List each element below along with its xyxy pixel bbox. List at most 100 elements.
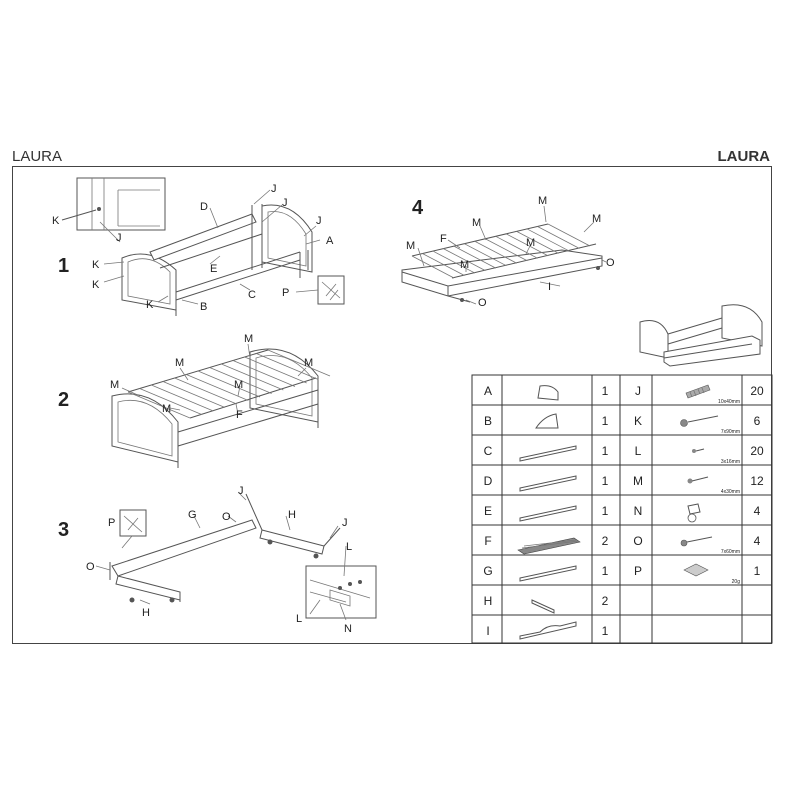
hardware-qty: 1 [754,564,761,578]
hardware-size: 7x90mm [721,429,740,435]
part-f-icon [517,537,581,555]
hardware-letter: K [634,414,642,428]
step-3-number: 3 [58,519,69,541]
callout-a: A [326,235,334,247]
part-g-icon [519,565,577,582]
callout-j: J [238,485,244,497]
callout-g: G [188,509,197,521]
hardware-qty: 20 [750,384,764,398]
part-letter: B [484,414,492,428]
step-3-n-detail [305,565,377,619]
part-letter: A [484,384,492,398]
drawer-rail-h [115,575,181,601]
part-qty: 2 [602,534,609,548]
parts-left-column: A 1 B 1 C 1 D 1 E 1 F 2 G 1 H 2 I 1 [483,384,608,638]
callout-p: P [282,287,289,299]
trundle-drawer [401,249,603,297]
callout-j: J [116,232,122,244]
callout-l: L [296,613,302,625]
hardware-qty: 4 [754,534,761,548]
callout-j: J [282,197,288,209]
part-e-icon [519,505,577,522]
hardware-qty: 4 [754,504,761,518]
callout-c: C [248,289,256,301]
hardware-pictograms [680,384,719,577]
step-3-drawing [95,493,377,621]
callout-p: P [108,517,115,529]
callout-b: B [200,301,207,313]
slats-f [127,349,331,419]
callout-k: K [92,279,100,291]
callout-m: M [592,213,601,225]
screw-m-icon [687,476,709,484]
hardware-size: 7x60mm [721,549,740,555]
part-i-icon [519,621,577,640]
callout-i: I [548,281,551,293]
step-2-drawing [111,343,331,468]
drawer-rail-h-right [259,529,325,555]
bed-headboard-right [249,348,319,423]
step-2-callouts: M M M M M M F [110,333,313,421]
step-3-callouts: J P G O H J O L H L N [86,485,352,635]
step-1-callouts: K J D J J J A K K E C K B P [52,183,334,313]
screw-l-icon [692,448,705,453]
callout-m: M [234,379,243,391]
callout-e: E [210,263,217,275]
page-title-left: LAURA [12,148,63,165]
part-letter: E [484,504,492,518]
callout-l: L [346,541,352,553]
hardware-letter: P [634,564,642,578]
step-1-detail-inset [76,177,166,231]
callout-j: J [342,517,348,529]
part-letter: H [484,594,493,608]
hardware-letter: N [634,504,643,518]
part-qty: 2 [602,594,609,608]
part-a-icon [537,385,559,401]
callout-k: K [146,299,154,311]
callout-m: M [244,333,253,345]
callout-f: F [440,233,447,245]
callout-k: K [52,215,60,227]
page-title-right: LAURA [717,148,771,165]
headboard-b [121,253,177,311]
step-1-number: 1 [58,255,69,277]
part-c-icon [519,445,577,462]
callout-o: O [222,511,231,523]
part-b-icon [535,413,559,429]
callout-m: M [110,379,119,391]
callout-m: M [175,357,184,369]
callout-o: O [478,297,487,309]
hardware-letter: J [635,384,641,398]
callout-m: M [406,240,415,252]
part-qty: 1 [602,384,609,398]
hardware-size: 10x40mm [718,399,740,405]
callout-m: M [472,217,481,229]
part-h-icon [531,599,555,614]
bolt-o-icon [680,536,713,547]
step-1-drawing [61,177,345,316]
hardware-qty: 6 [754,414,761,428]
callout-m: M [162,403,171,415]
callout-o: O [606,257,615,269]
callout-m: M [460,259,469,271]
callout-m: M [526,237,535,249]
part-qty: 1 [602,474,609,488]
step-2-number: 2 [58,389,69,411]
hardware-letter: O [633,534,642,548]
callout-j: J [316,215,322,227]
callout-h: H [142,607,150,619]
part-qty: 1 [602,414,609,428]
drawer-rail-g [111,519,257,577]
hardware-size: 4x30mm [721,489,740,495]
step-3-p-detail [119,509,147,537]
callout-d: D [200,201,208,213]
glue-p-icon [683,563,709,577]
step-4-number: 4 [412,197,424,219]
part-qty: 1 [602,504,609,518]
part-letter: G [483,564,492,578]
dowel-j-icon [685,384,711,399]
part-letter: F [484,534,491,548]
part-letter: I [486,624,489,638]
callout-o: O [86,561,95,573]
